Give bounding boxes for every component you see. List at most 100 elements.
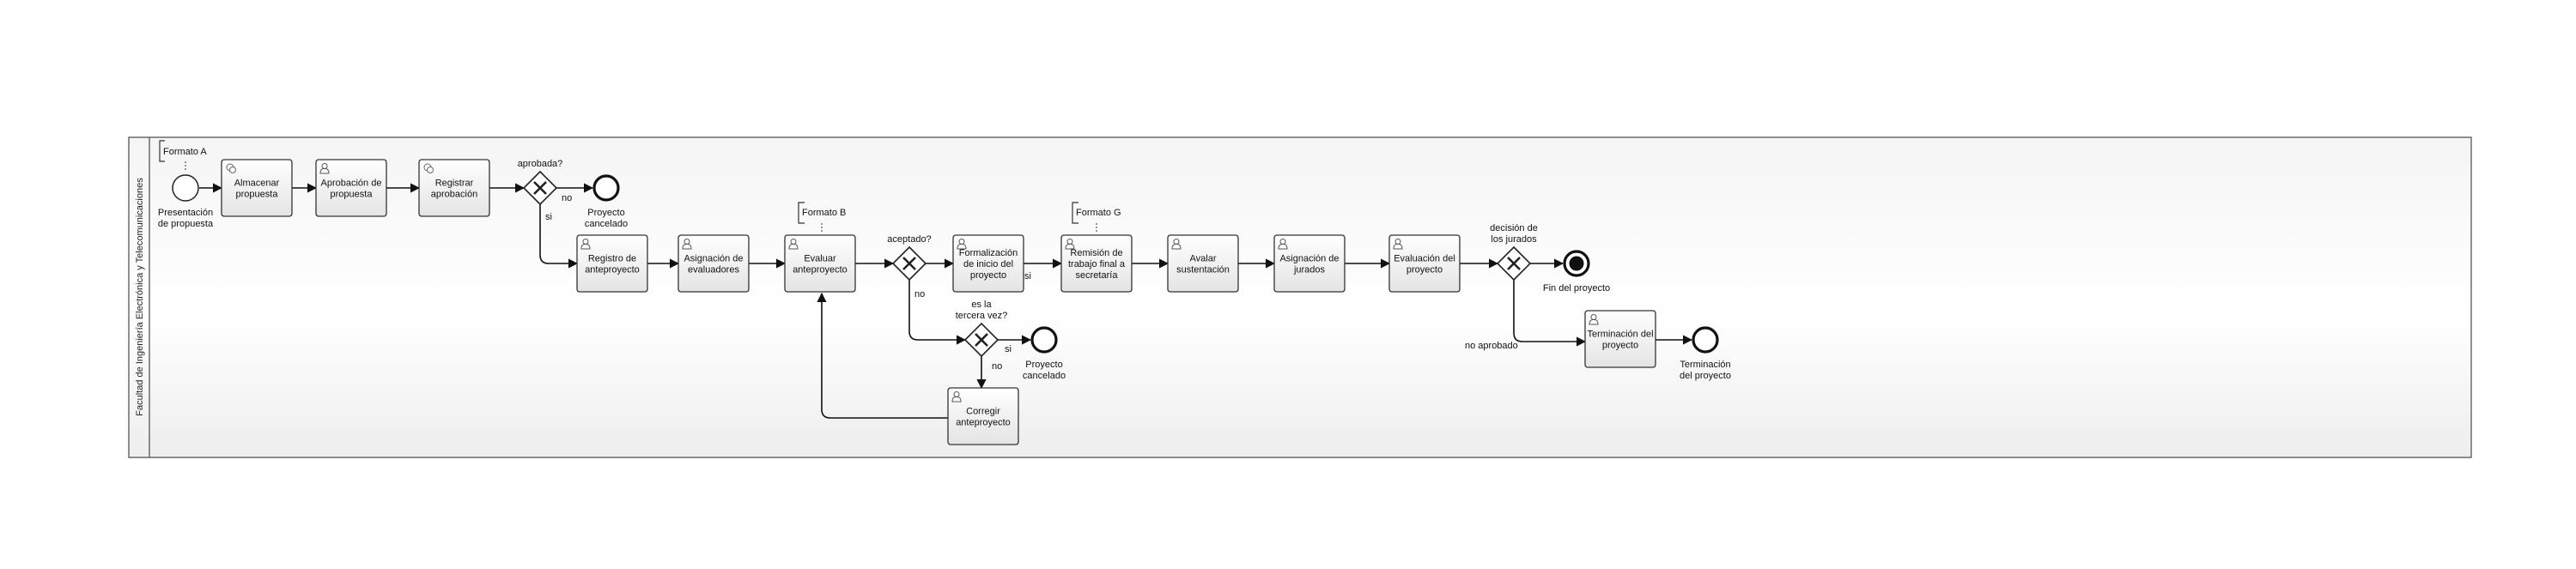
node-label-line: decisión de bbox=[1490, 223, 1538, 233]
service-task-icon bbox=[423, 163, 434, 173]
start-event-circle bbox=[172, 174, 199, 202]
user-task-icon bbox=[788, 239, 799, 250]
annotation-text: Formato B bbox=[802, 208, 846, 218]
task-box bbox=[947, 387, 1019, 445]
node-label-line: del proyecto bbox=[1680, 371, 1731, 381]
user-task-icon bbox=[1589, 314, 1599, 325]
gateway-aceptado[interactable]: aceptado? bbox=[887, 234, 932, 281]
annotation-formato-b[interactable]: Formato B bbox=[798, 202, 846, 233]
node-label-line: Evaluación del bbox=[1394, 254, 1455, 264]
node-label-line: sustentación bbox=[1176, 265, 1230, 275]
node-label-line: aprobada? bbox=[518, 159, 563, 169]
annotation-text: Formato G bbox=[1076, 208, 1121, 218]
end-event-circle bbox=[1030, 326, 1058, 354]
annotation-formato-g[interactable]: Formato G bbox=[1072, 202, 1121, 233]
node-label-line: es la bbox=[971, 300, 992, 310]
node-label-line: de inicio del bbox=[963, 259, 1013, 269]
task-box bbox=[1273, 234, 1346, 293]
task-box bbox=[677, 234, 750, 293]
user-task-icon bbox=[1065, 239, 1075, 250]
node-label-line: tercera vez? bbox=[956, 311, 1008, 321]
node-label-line: Formalización bbox=[959, 248, 1018, 258]
node-label-line: Evaluar bbox=[804, 254, 836, 264]
node-label-line: anteproyecto bbox=[793, 265, 848, 275]
node-label-line: jurados bbox=[1293, 265, 1326, 275]
exclusive-x-icon bbox=[975, 333, 988, 347]
flow-label-si-cancel: si bbox=[1005, 344, 1012, 354]
node-label-line: aprobación bbox=[431, 190, 477, 200]
node-label-line: de propuesta bbox=[158, 219, 214, 229]
node-label-line: aceptado? bbox=[887, 234, 931, 245]
node-label-line: secretaría bbox=[1076, 270, 1119, 281]
task-box bbox=[1167, 234, 1239, 293]
flow-label-no-tercera: no bbox=[914, 289, 925, 300]
task-box bbox=[576, 234, 648, 293]
gateway-aprobada[interactable]: aprobada? bbox=[518, 159, 563, 206]
pool-label: Facultad de Ingeniería Electrónica y Tel… bbox=[135, 178, 145, 416]
node-label-line: Almacenar bbox=[234, 179, 280, 189]
task-box bbox=[418, 159, 490, 217]
event-fin[interactable]: Fin del proyecto bbox=[1543, 250, 1610, 294]
user-task-icon bbox=[682, 239, 692, 250]
flow-label-no-aprobado: no aprobado bbox=[1465, 341, 1518, 351]
node-label-line: Remisión de bbox=[1070, 248, 1122, 258]
flow-label-si-formal: si bbox=[1024, 271, 1031, 281]
annotation-text: Formato A bbox=[163, 147, 207, 157]
task-box bbox=[1388, 234, 1461, 293]
flow-decision-noaprob[interactable] bbox=[1513, 280, 1587, 347]
node-label-line: Aprobación de bbox=[321, 179, 382, 189]
flow-corregir-evaluar[interactable] bbox=[817, 292, 948, 419]
exclusive-x-icon bbox=[902, 257, 916, 270]
node-label-line: propuesta bbox=[331, 190, 374, 200]
user-task-icon bbox=[957, 239, 967, 250]
exclusive-x-icon bbox=[533, 181, 547, 195]
node-label-line: proyecto bbox=[1406, 265, 1443, 275]
node-label-line: anteproyecto bbox=[585, 265, 640, 275]
node-label-line: trabajo final a bbox=[1068, 259, 1126, 269]
node-label-line: anteproyecto bbox=[956, 418, 1011, 428]
node-label-line: Terminación bbox=[1680, 360, 1730, 370]
flow-label-si-registro: si bbox=[545, 212, 552, 222]
flow-aceptado-no[interactable] bbox=[908, 280, 967, 345]
flow-labels: no si no si si no no aprobado bbox=[545, 193, 1518, 372]
sequence-flows bbox=[199, 183, 1693, 419]
node-label-line: evaluadores bbox=[688, 265, 739, 275]
node-label-line: Registrar bbox=[435, 179, 474, 189]
node-label-line: proyecto bbox=[1602, 341, 1638, 351]
node-label-line: Proyecto bbox=[587, 208, 624, 218]
annotation-formato-a[interactable]: Formato A bbox=[159, 140, 207, 172]
task-box bbox=[784, 234, 856, 293]
service-task-icon bbox=[226, 163, 236, 173]
task-box bbox=[952, 234, 1024, 293]
node-label-line: cancelado bbox=[1023, 371, 1066, 381]
flow-aprobada-si[interactable] bbox=[539, 204, 579, 269]
node-label-line: cancelado bbox=[585, 219, 628, 229]
node-label-line: Corregir bbox=[966, 407, 1000, 417]
node-label-line: Terminación del bbox=[1587, 330, 1653, 340]
node-label-line: propuesta bbox=[236, 190, 279, 200]
node-label-line: Asignación de bbox=[1279, 254, 1339, 264]
end-event-circle bbox=[592, 174, 620, 202]
